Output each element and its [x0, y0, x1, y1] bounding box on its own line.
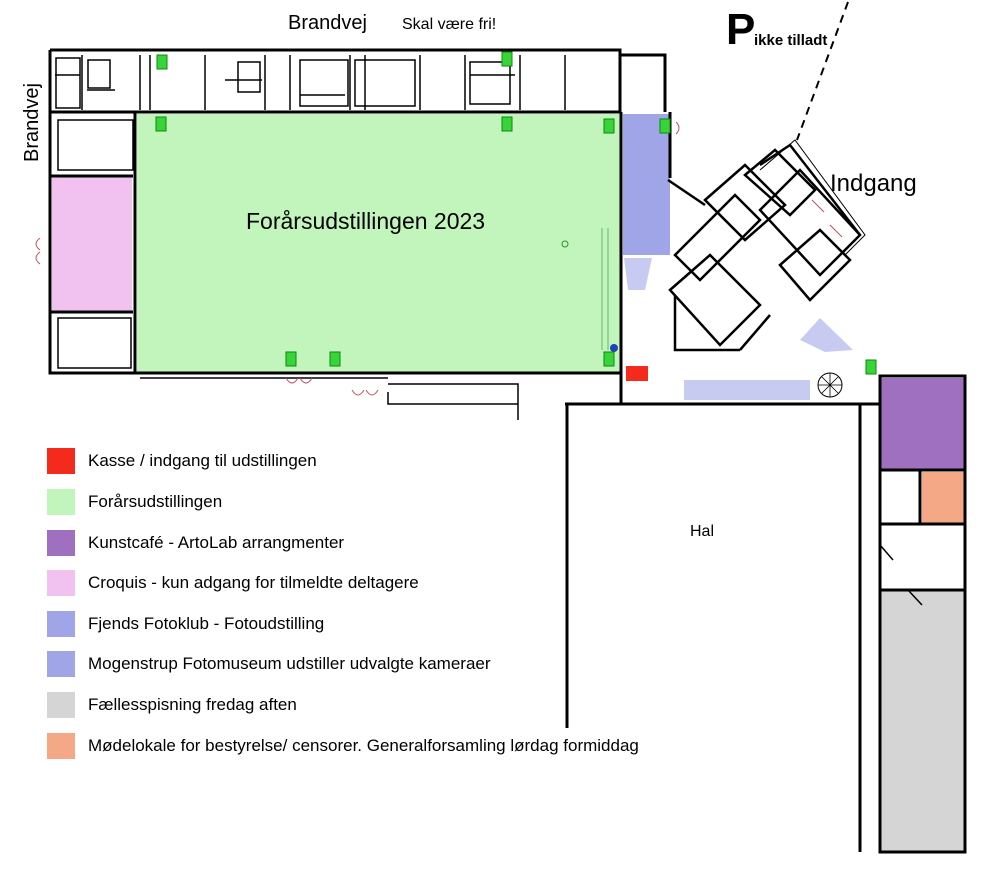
entrance-label: Indgang: [830, 170, 917, 197]
photo-display-wedge-a: [624, 258, 652, 290]
legend-swatch: [47, 570, 75, 596]
exit-signs: [155, 51, 877, 375]
cashier-entrance-zone: [626, 366, 648, 381]
legend-swatch: [47, 692, 75, 718]
legend-label: Fjends Fotoklub - Fotoudstilling: [88, 614, 325, 633]
entrance-building: [667, 143, 862, 352]
legend-swatch: [47, 733, 75, 759]
entrance-roof-outline: [759, 139, 866, 256]
legend-label: Kasse / indgang til udstillingen: [88, 451, 317, 470]
exhibition-partition: [601, 228, 609, 350]
street-label-top: Brandvej: [288, 12, 367, 34]
building-walls: [48, 48, 967, 854]
legend-label: Fællesspisning fredag aften: [88, 695, 297, 714]
parking-boundary-line: [796, 1, 849, 141]
doors: [35, 121, 843, 396]
spring-exhibition-zone: [137, 114, 621, 372]
legend-swatch: [47, 651, 75, 677]
legend-label: Mødelokale for bestyrelse/ censorer. Gen…: [88, 736, 639, 755]
legend-label: Kunstcafé - ArtoLab arrangmenter: [88, 533, 345, 552]
lower-corridor: [140, 377, 519, 420]
art-cafe-zone: [881, 378, 965, 470]
photo-museum-display: [684, 380, 810, 400]
legend-label: Forårsudstillingen: [88, 492, 223, 511]
legend-swatch: [47, 530, 75, 556]
parking-letter: P: [726, 5, 756, 54]
legend-label: Mogenstrup Fotomuseum udstiller udvalgte…: [88, 654, 491, 673]
exhibition-marker: [561, 240, 569, 248]
hall-label: Hal: [690, 523, 715, 540]
meeting-room-zone: [922, 472, 964, 523]
top-rooms: [55, 55, 566, 369]
street-label-left: Brandvej: [21, 83, 43, 162]
photo-display-wedge-b: [800, 318, 853, 352]
legend-swatch: [47, 489, 75, 515]
blue-marker: [610, 344, 618, 352]
legend-swatch: [47, 611, 75, 637]
hall-wall-stubs: [879, 544, 923, 606]
dining-zone: [881, 590, 965, 852]
keep-free-note: Skal være fri!: [402, 16, 497, 33]
photo-club-zone: [623, 114, 670, 255]
parking-note: ikke tilladt: [754, 32, 828, 49]
legend-swatch: [47, 448, 75, 474]
croquis-zone: [52, 176, 132, 311]
legend-label: Croquis - kun adgang for tilmeldte delta…: [88, 573, 419, 592]
main-hall-label: Forårsudstillingen 2023: [246, 208, 486, 234]
